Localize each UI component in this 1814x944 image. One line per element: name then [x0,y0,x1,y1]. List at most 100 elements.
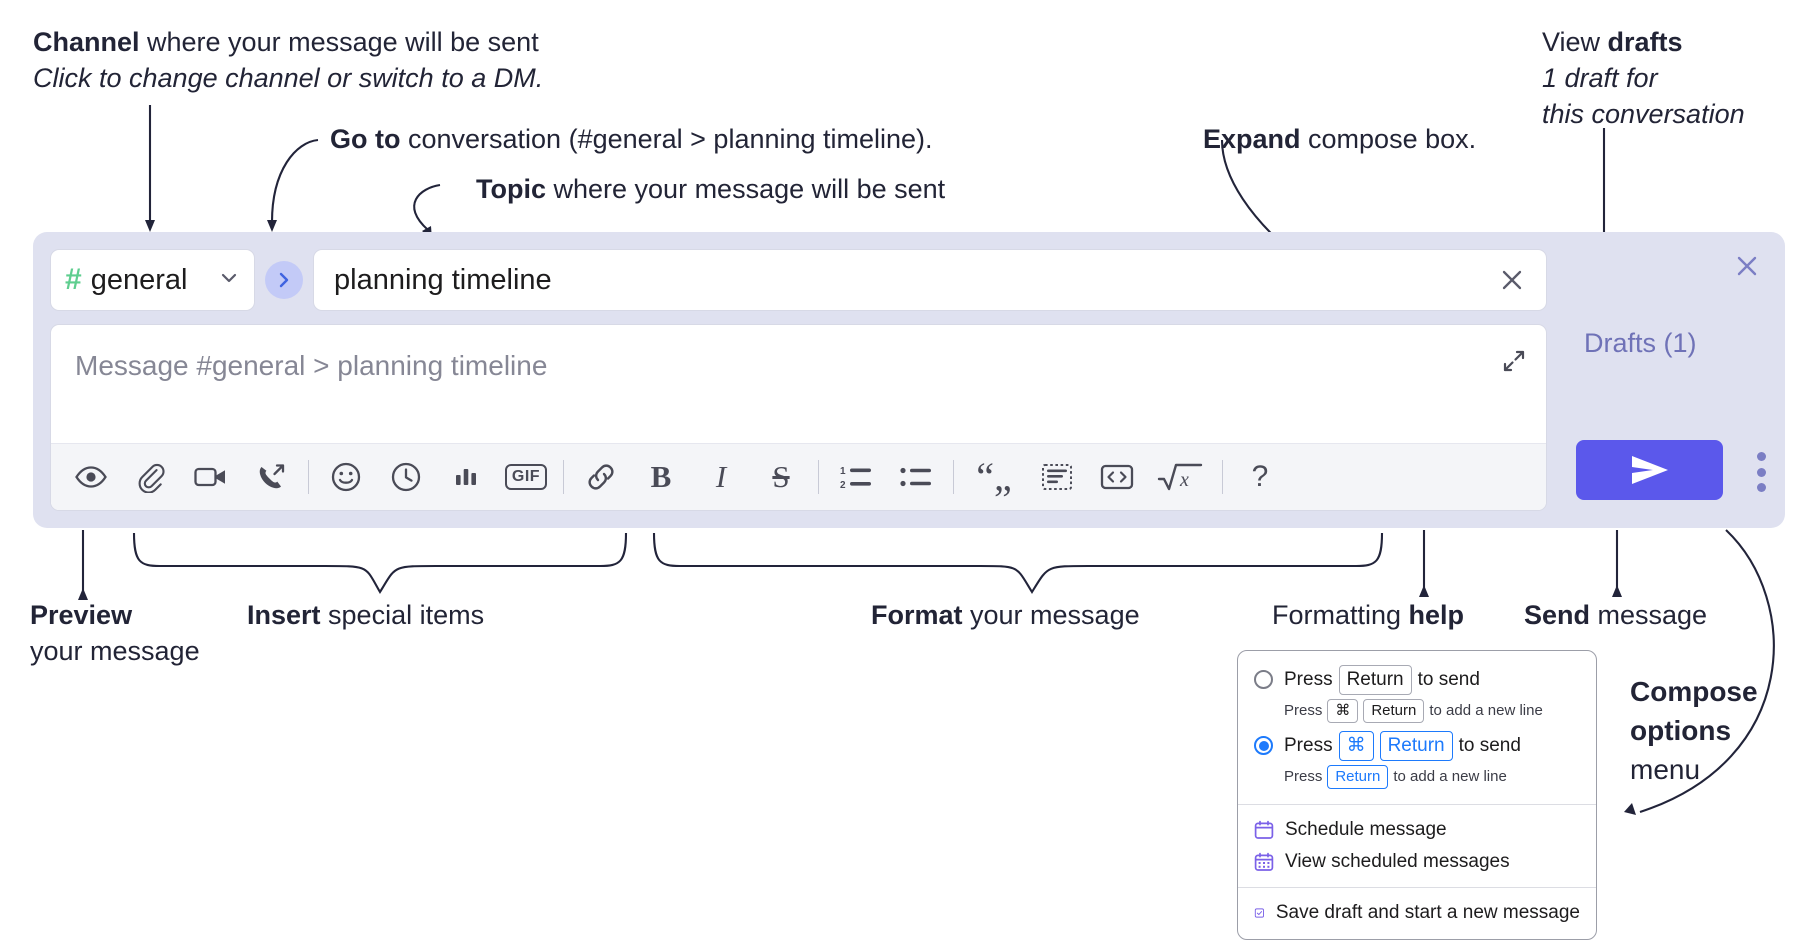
eye-icon [75,466,107,488]
menu-item-label: Schedule message [1285,818,1447,840]
smiley-icon [331,462,361,492]
option1-sub-pre: Press [1284,702,1323,720]
annotation-send: Send message [1524,597,1707,633]
option1-pre: Press [1284,668,1333,690]
math-button[interactable]: x [1153,453,1209,501]
channel-selector[interactable]: # general [50,249,255,311]
more-options-icon-dot [1756,467,1766,477]
option2-post: to send [1458,734,1521,756]
kbd-return: Return [1338,665,1412,695]
send-paper-plane-icon [1631,456,1668,484]
close-icon [1502,270,1522,290]
clear-topic-button[interactable] [1492,260,1532,300]
annotation-compose-options-3: menu [1630,754,1701,785]
annotation-channel-sub: Click to change channel or switch to a D… [33,63,544,93]
svg-text:2: 2 [840,480,846,491]
strikethrough-button[interactable]: S [757,453,805,501]
emoji-button[interactable] [322,453,370,501]
more-options-icon-dot [1756,452,1766,461]
expand-compose-button[interactable] [1500,347,1528,380]
gif-icon: GIF [504,464,548,490]
menu-item-schedule-message[interactable]: Schedule message [1238,814,1596,846]
go-to-conversation-button[interactable] [265,261,303,299]
quote-icon: “„ [976,454,1012,499]
radio-selected-icon[interactable] [1254,736,1273,756]
toolbar-divider [818,460,819,494]
italic-icon: I [715,459,727,494]
annotation-drafts: View drafts [1542,24,1683,60]
formatting-help-button[interactable]: ? [1236,453,1284,501]
annotation-drafts-sub1: 1 draft for [1542,63,1658,93]
annotation-drafts-sub2: this conversation [1542,99,1745,129]
option1-sub-post: to add a new line [1429,702,1543,720]
annotation-help-bold: help [1408,600,1465,630]
code-block-button[interactable] [1033,453,1081,501]
annotation-topic-rest: where your message will be sent [546,174,946,204]
send-button[interactable] [1576,440,1723,500]
menu-item-label: Save draft and start a new message [1275,901,1580,923]
topic-input[interactable]: planning timeline [334,263,552,296]
bold-button[interactable]: B [637,453,685,501]
italic-button[interactable]: I [697,453,745,501]
poll-button[interactable] [442,453,490,501]
close-compose-button[interactable] [1731,250,1763,287]
menu-item-save-draft-new-message[interactable]: Save draft and start a new message [1238,897,1596,933]
option2-sub-pre: Press [1284,768,1323,786]
clock-icon [391,462,421,492]
annotation-format-rest: your message [962,600,1140,630]
option-press-return-to-send[interactable]: Press Return to send [1238,663,1596,697]
bulleted-list-icon [900,467,931,487]
more-options-icon-dot [1756,483,1766,492]
video-camera-icon [194,467,225,487]
option2-subtext: Press Return to add a new line [1238,763,1596,795]
ordered-list-icon: 1 2 [840,466,871,491]
compose-options-menu: Press Return to send Press ⌘ Return to a… [1237,650,1597,940]
reminder-button[interactable] [382,453,430,501]
annotation-channel-bold: Channel [33,27,140,57]
annotation-preview: Preview [30,597,132,633]
annotation-format: Format your message [871,597,1140,633]
menu-item-label: View scheduled messages [1285,850,1510,872]
option1-post: to send [1417,668,1480,690]
compose-options-button[interactable] [1749,452,1773,492]
message-compose-panel: # general planning timeline [33,232,1785,528]
audio-clip-button[interactable] [247,453,295,501]
ordered-list-button[interactable]: 1 2 [832,453,880,501]
annotation-insert-rest: special items [320,600,485,630]
annotation-preview-bold: Preview [30,600,133,630]
message-input-area[interactable]: Message #general > planning timeline [50,324,1547,511]
topic-input-wrapper[interactable]: planning timeline [313,249,1547,311]
gif-button[interactable]: GIF [502,453,550,501]
kbd-return: Return [1327,764,1389,789]
attach-button[interactable] [127,453,175,501]
inline-code-button[interactable] [1093,453,1141,501]
annotation-format-bold: Format [871,600,963,630]
video-clip-button[interactable] [187,453,235,501]
compose-header-row: # general planning timeline [50,249,1547,311]
blockquote-button[interactable]: “„ [967,453,1021,501]
link-button[interactable] [577,453,625,501]
strikethrough-icon: S [772,459,790,494]
question-mark-icon: ? [1251,460,1269,493]
draft-check-icon [1254,908,1264,918]
annotation-expand-rest: compose box. [1300,124,1477,154]
option-press-cmd-return-to-send[interactable]: Press ⌘ Return to send [1238,729,1596,763]
compose-inner: # general planning timeline [50,249,1547,511]
drafts-link[interactable]: Drafts (1) [1584,328,1697,358]
paperclip-icon [138,464,165,493]
annotation-drafts-bold: drafts [1607,27,1683,57]
radio-unselected-icon[interactable] [1254,670,1273,690]
expand-icon [1503,350,1525,372]
annotation-send-rest: message [1590,600,1708,630]
menu-divider [1238,803,1596,805]
preview-button[interactable] [67,453,115,501]
code-block-icon [1042,464,1072,490]
bulleted-list-button[interactable] [892,453,940,501]
link-icon [588,464,614,490]
channel-name: general [90,263,188,296]
option2-sub-post: to add a new line [1393,768,1507,786]
hash-icon: # [65,263,82,296]
toolbar-divider [953,460,954,494]
menu-item-view-scheduled-messages[interactable]: View scheduled messages [1238,846,1596,878]
